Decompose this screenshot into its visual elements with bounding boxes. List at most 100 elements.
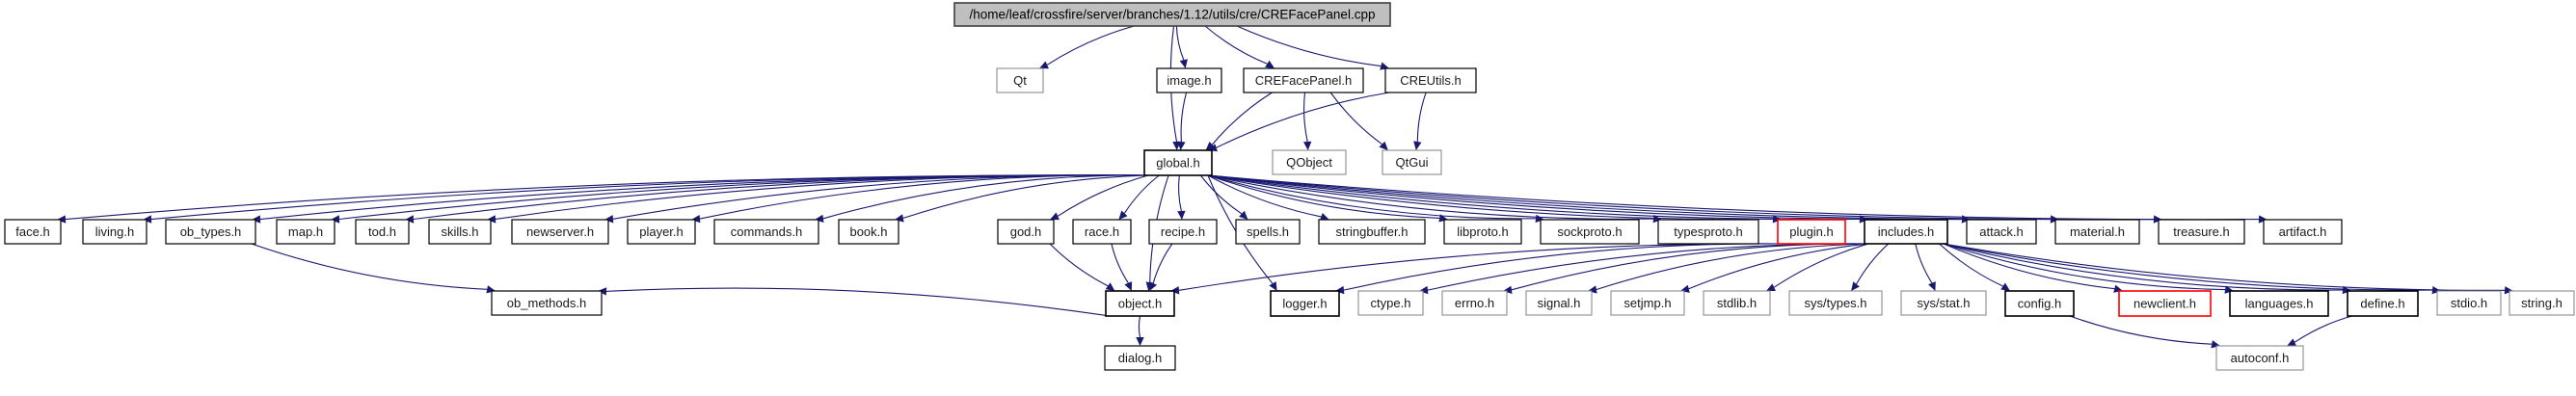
graph-node[interactable]: errno.h [1441, 290, 1508, 316]
node-box[interactable] [1777, 219, 1846, 245]
node-box[interactable] [1703, 290, 1771, 316]
graph-node[interactable]: plugin.h [1777, 219, 1846, 245]
graph-node[interactable]: QtGui [1382, 149, 1442, 175]
graph-node[interactable]: includes.h [1864, 219, 1948, 245]
node-box[interactable] [2215, 345, 2304, 371]
node-box[interactable] [165, 219, 256, 245]
graph-node[interactable]: face.h [4, 219, 62, 245]
node-box[interactable] [276, 219, 335, 245]
graph-node[interactable]: QObject [1272, 149, 1347, 175]
graph-node[interactable]: map.h [276, 219, 335, 245]
node-box[interactable] [82, 219, 148, 245]
node-box[interactable] [2263, 219, 2343, 245]
graph-node[interactable]: typesproto.h [1657, 219, 1759, 245]
graph-node[interactable]: stdlib.h [1703, 290, 1771, 316]
graph-node[interactable]: ob_methods.h [491, 290, 603, 316]
node-box[interactable] [1384, 67, 1477, 93]
graph-node[interactable]: CREFacePanel.h [1243, 67, 1364, 93]
graph-node[interactable]: book.h [838, 219, 899, 245]
graph-node[interactable]: ob_types.h [165, 219, 256, 245]
node-box[interactable] [627, 219, 696, 245]
node-box[interactable] [2229, 290, 2329, 317]
node-box[interactable] [1443, 219, 1522, 245]
graph-node[interactable]: attack.h [1966, 219, 2037, 245]
node-box[interactable] [1610, 290, 1685, 316]
node-box[interactable] [1148, 219, 1218, 245]
graph-node[interactable]: dialog.h [1104, 345, 1176, 371]
node-box[interactable] [1525, 290, 1593, 316]
node-box[interactable] [1272, 149, 1347, 175]
node-box[interactable] [2004, 290, 2075, 317]
node-box[interactable] [1900, 290, 1987, 316]
graph-node[interactable]: material.h [2054, 219, 2140, 245]
graph-node[interactable]: Qt [996, 67, 1044, 93]
node-box[interactable] [838, 219, 899, 245]
node-box[interactable] [1788, 290, 1883, 316]
graph-node[interactable]: artifact.h [2263, 219, 2343, 245]
node-box[interactable] [428, 219, 492, 245]
graph-node[interactable]: languages.h [2229, 290, 2329, 317]
node-box[interactable] [1235, 219, 1301, 245]
node-box[interactable] [2054, 219, 2140, 245]
node-box[interactable] [1143, 149, 1213, 176]
graph-node[interactable]: race.h [1072, 219, 1132, 245]
node-box[interactable] [1105, 290, 1175, 317]
node-box[interactable] [1072, 219, 1132, 245]
graph-node[interactable]: stdio.h [2436, 290, 2502, 316]
graph-node[interactable]: newserver.h [511, 219, 609, 245]
node-box[interactable] [491, 290, 603, 316]
node-box[interactable] [1243, 67, 1364, 93]
graph-node[interactable]: sockproto.h [1540, 219, 1640, 245]
node-box[interactable] [1382, 149, 1442, 175]
graph-node[interactable]: sys/stat.h [1900, 290, 1987, 316]
node-box[interactable] [4, 219, 62, 245]
node-box[interactable] [1441, 290, 1508, 316]
graph-node[interactable]: spells.h [1235, 219, 1301, 245]
graph-node[interactable]: object.h [1105, 290, 1175, 317]
graph-node[interactable]: stringbuffer.h [1318, 219, 1426, 245]
graph-node[interactable]: string.h [2509, 290, 2575, 316]
node-box[interactable] [1657, 219, 1759, 245]
graph-node[interactable]: newclient.h [2118, 290, 2212, 317]
node-box[interactable] [1357, 290, 1424, 316]
node-box[interactable] [2347, 290, 2419, 317]
node-box[interactable] [2118, 290, 2212, 317]
graph-node[interactable]: living.h [82, 219, 148, 245]
node-box[interactable] [2158, 219, 2245, 245]
graph-node[interactable]: player.h [627, 219, 696, 245]
graph-node[interactable]: config.h [2004, 290, 2075, 317]
node-box[interactable] [953, 2, 1391, 27]
node-box[interactable] [511, 219, 609, 245]
node-box[interactable] [2436, 290, 2502, 316]
node-box[interactable] [2509, 290, 2575, 316]
graph-node[interactable]: treasure.h [2158, 219, 2245, 245]
graph-node[interactable]: god.h [997, 219, 1055, 245]
graph-node[interactable]: global.h [1143, 149, 1213, 176]
node-box[interactable] [713, 219, 819, 245]
graph-node-root[interactable]: /home/leaf/crossfire/server/branches/1.1… [953, 2, 1391, 27]
node-box[interactable] [1966, 219, 2037, 245]
node-box[interactable] [355, 219, 410, 245]
graph-node[interactable]: libproto.h [1443, 219, 1522, 245]
graph-node[interactable]: define.h [2347, 290, 2419, 317]
node-box[interactable] [997, 219, 1055, 245]
graph-node[interactable]: logger.h [1270, 290, 1340, 317]
graph-node[interactable]: tod.h [355, 219, 410, 245]
graph-node[interactable]: skills.h [428, 219, 492, 245]
graph-node[interactable]: setjmp.h [1610, 290, 1685, 316]
graph-node[interactable]: image.h [1156, 67, 1222, 93]
graph-node[interactable]: signal.h [1525, 290, 1593, 316]
node-box[interactable] [996, 67, 1044, 93]
node-box[interactable] [1104, 345, 1176, 371]
node-box[interactable] [1864, 219, 1948, 245]
graph-node[interactable]: ctype.h [1357, 290, 1424, 316]
graph-node[interactable]: sys/types.h [1788, 290, 1883, 316]
graph-node[interactable]: recipe.h [1148, 219, 1218, 245]
node-box[interactable] [1270, 290, 1340, 317]
node-box[interactable] [1156, 67, 1222, 93]
node-box[interactable] [1540, 219, 1640, 245]
graph-node[interactable]: commands.h [713, 219, 819, 245]
node-box[interactable] [1318, 219, 1426, 245]
graph-node[interactable]: autoconf.h [2215, 345, 2304, 371]
graph-node[interactable]: CREUtils.h [1384, 67, 1477, 93]
